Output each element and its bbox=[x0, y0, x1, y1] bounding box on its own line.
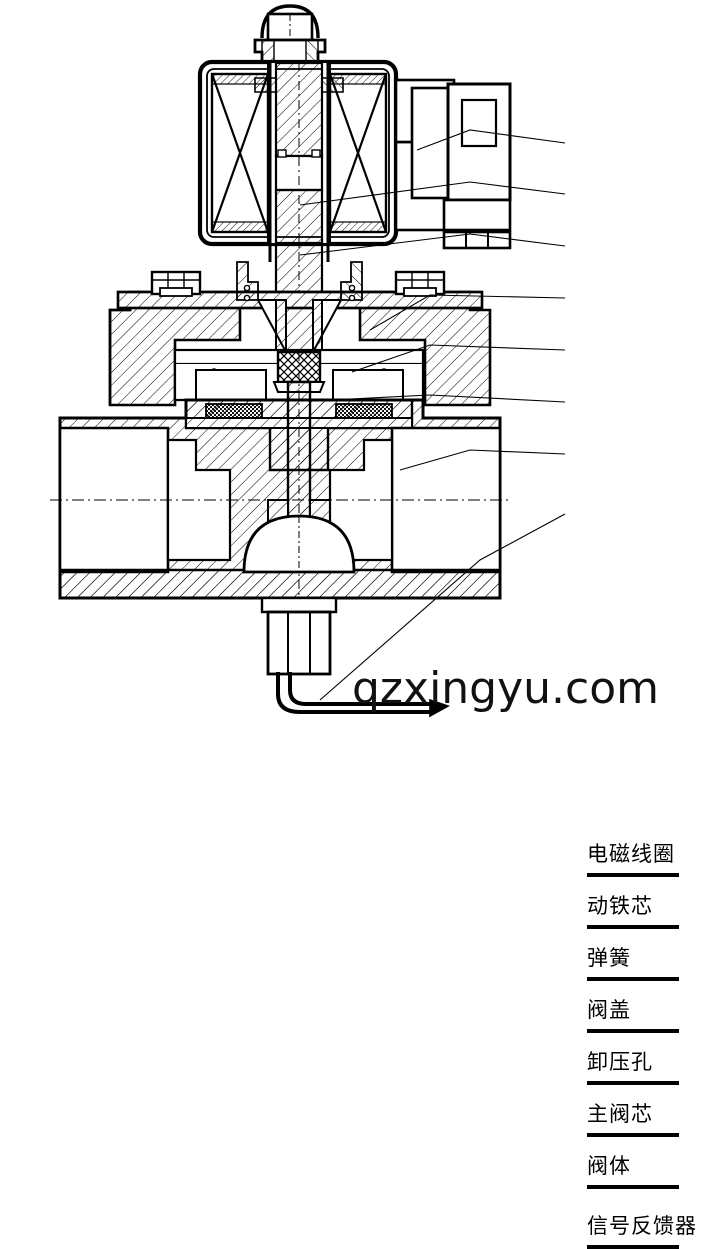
label-coil-text: 电磁线圈 bbox=[587, 842, 675, 866]
bonnet-seal-left bbox=[236, 261, 259, 302]
cover-bolt-right bbox=[394, 270, 446, 297]
label-relief-hole-text: 卸压孔 bbox=[587, 1050, 653, 1074]
coil-winding-left bbox=[210, 72, 270, 234]
signal-feedback-device bbox=[260, 596, 450, 718]
valve-body bbox=[50, 398, 510, 600]
label-spring-underline bbox=[587, 977, 679, 981]
label-relief-hole-underline bbox=[587, 1081, 679, 1085]
armature-guide-tube bbox=[268, 62, 330, 262]
label-armature-underline bbox=[587, 925, 679, 929]
leader-feedback bbox=[319, 513, 566, 701]
label-feedback-text: 信号反馈器 bbox=[587, 1214, 697, 1238]
leader-relief-hole bbox=[351, 344, 566, 373]
leader-main-spool bbox=[329, 394, 566, 403]
leader-armature bbox=[299, 181, 566, 206]
leader-coil bbox=[416, 129, 566, 151]
label-armature-text: 动铁芯 bbox=[587, 894, 653, 918]
armature-core bbox=[254, 60, 344, 302]
label-coil-underline bbox=[587, 873, 679, 877]
pilot-cone bbox=[256, 299, 343, 353]
leader-valve-body bbox=[399, 449, 566, 471]
label-main-spool-underline bbox=[587, 1133, 679, 1137]
electrical-connector bbox=[394, 78, 512, 250]
label-feedback-underline bbox=[587, 1245, 679, 1249]
label-main-spool-text: 主阀芯 bbox=[587, 1102, 653, 1126]
label-valve-cover-underline bbox=[587, 1029, 679, 1033]
label-valve-cover-text: 阀盖 bbox=[587, 998, 631, 1022]
coil-winding-right bbox=[328, 72, 388, 234]
cover-bolt-left bbox=[150, 270, 202, 297]
label-valve-body-text: 阀体 bbox=[587, 1154, 631, 1178]
label-spring-text: 弹簧 bbox=[587, 946, 631, 970]
leader-spring bbox=[299, 233, 566, 256]
valve-cross-section-svg bbox=[50, 4, 566, 718]
leader-lines bbox=[299, 129, 566, 701]
diagram-canvas: 电磁线圈 动铁芯 弹簧 阀盖 卸压孔 主阀芯 阀体 信号反馈器 qzxingyu… bbox=[50, 4, 696, 1249]
bonnet-seal-right bbox=[340, 261, 363, 302]
watermark: qzxingyu.com bbox=[352, 663, 659, 714]
leader-valve-cover bbox=[369, 294, 566, 331]
label-valve-body-underline bbox=[587, 1185, 679, 1189]
